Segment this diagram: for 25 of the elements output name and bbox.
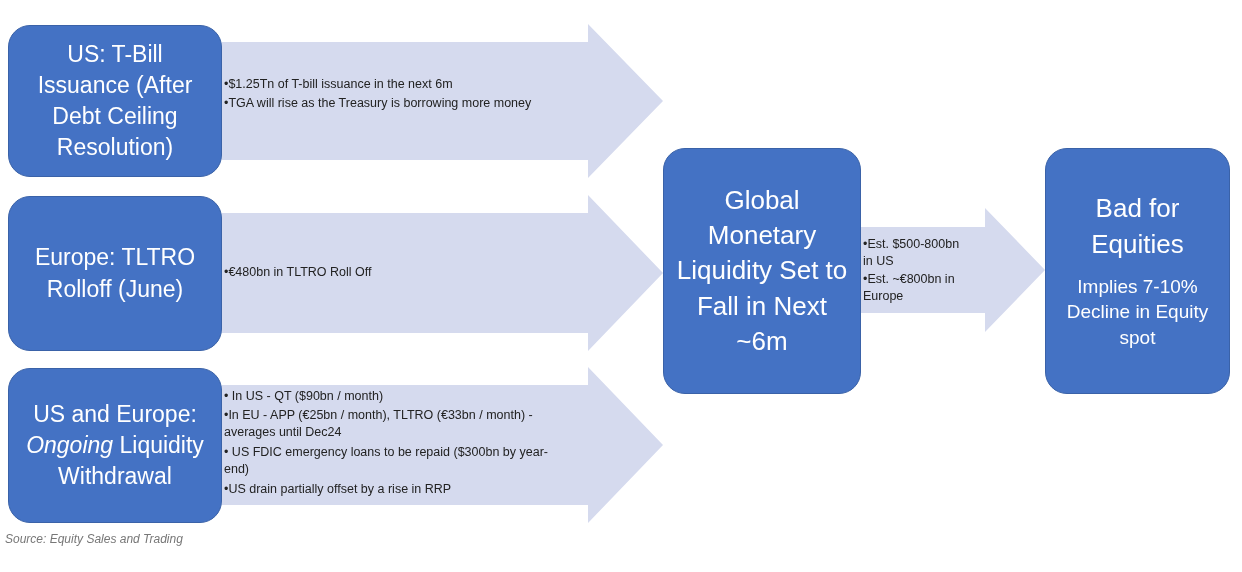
box-title: Europe: TLTRO Rolloff (June): [33, 243, 197, 304]
bullet-point: • In US - QT ($90bn / month): [224, 388, 385, 405]
bullet-point: •Est. $500-800bn in US: [863, 236, 961, 270]
box-title: Global Monetary Liquidity Set to Fall in Next ~6m: [675, 184, 849, 358]
box-text: Implies 7-10% Decline in Equity spot: [1065, 274, 1210, 350]
block-arrow: [861, 208, 1045, 332]
process-box: [8, 25, 222, 177]
bullet-point: • US FDIC emergency loans to be repaid ($300bn by year-end): [224, 444, 549, 478]
bullet-point: •US drain partially offset by a rise in RRP: [224, 481, 453, 498]
bullet-point: •€480bn in TLTRO Roll Off: [224, 264, 373, 281]
bullet-point: •In EU - APP (€25bn / month), TLTRO (€33bn / month) - averages until Dec24: [224, 407, 534, 441]
block-arrow: [222, 195, 663, 351]
bullet-point: •TGA will rise as the Treasury is borrowing more money: [224, 95, 533, 112]
bullet-point: •$1.25Tn of T-bill issuance in the next 6m: [224, 76, 454, 93]
process-box: [1045, 148, 1230, 394]
process-box: [8, 368, 222, 523]
process-box: [8, 196, 222, 351]
source-note: Source: Equity Sales and Trading: [5, 532, 183, 546]
process-box: [663, 148, 861, 394]
block-arrow: [222, 24, 663, 178]
box-title: US: T-Bill Issuance (After Debt Ceiling Resolution): [36, 39, 194, 163]
box-title: US and Europe: Ongoing Liquidity Withdrawal: [25, 399, 205, 491]
bullet-point: •Est. ~€800bn in Europe: [863, 271, 956, 305]
box-title: Bad for Equities: [1090, 192, 1185, 261]
block-arrow: [222, 367, 663, 523]
